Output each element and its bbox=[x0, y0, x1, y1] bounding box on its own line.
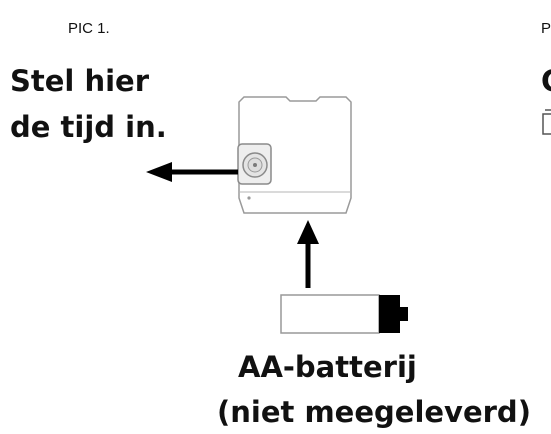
right-heading-partial: C bbox=[541, 64, 551, 98]
time-setting-knob-icon bbox=[237, 143, 272, 185]
instruction-line-2: de tijd in. bbox=[10, 110, 167, 144]
figure-1-label: PIC 1. bbox=[68, 20, 110, 37]
partial-icon bbox=[542, 109, 551, 135]
arrow-left-icon bbox=[146, 162, 238, 182]
battery-label-line-2: (niet meegeleverd) bbox=[217, 395, 531, 429]
battery-label-line-1: AA-batterij bbox=[238, 350, 417, 384]
arrow-up-icon bbox=[297, 220, 319, 288]
figure-2-label: P bbox=[541, 20, 551, 37]
battery-icon bbox=[280, 294, 408, 334]
instruction-line-1: Stel hier bbox=[10, 64, 150, 98]
